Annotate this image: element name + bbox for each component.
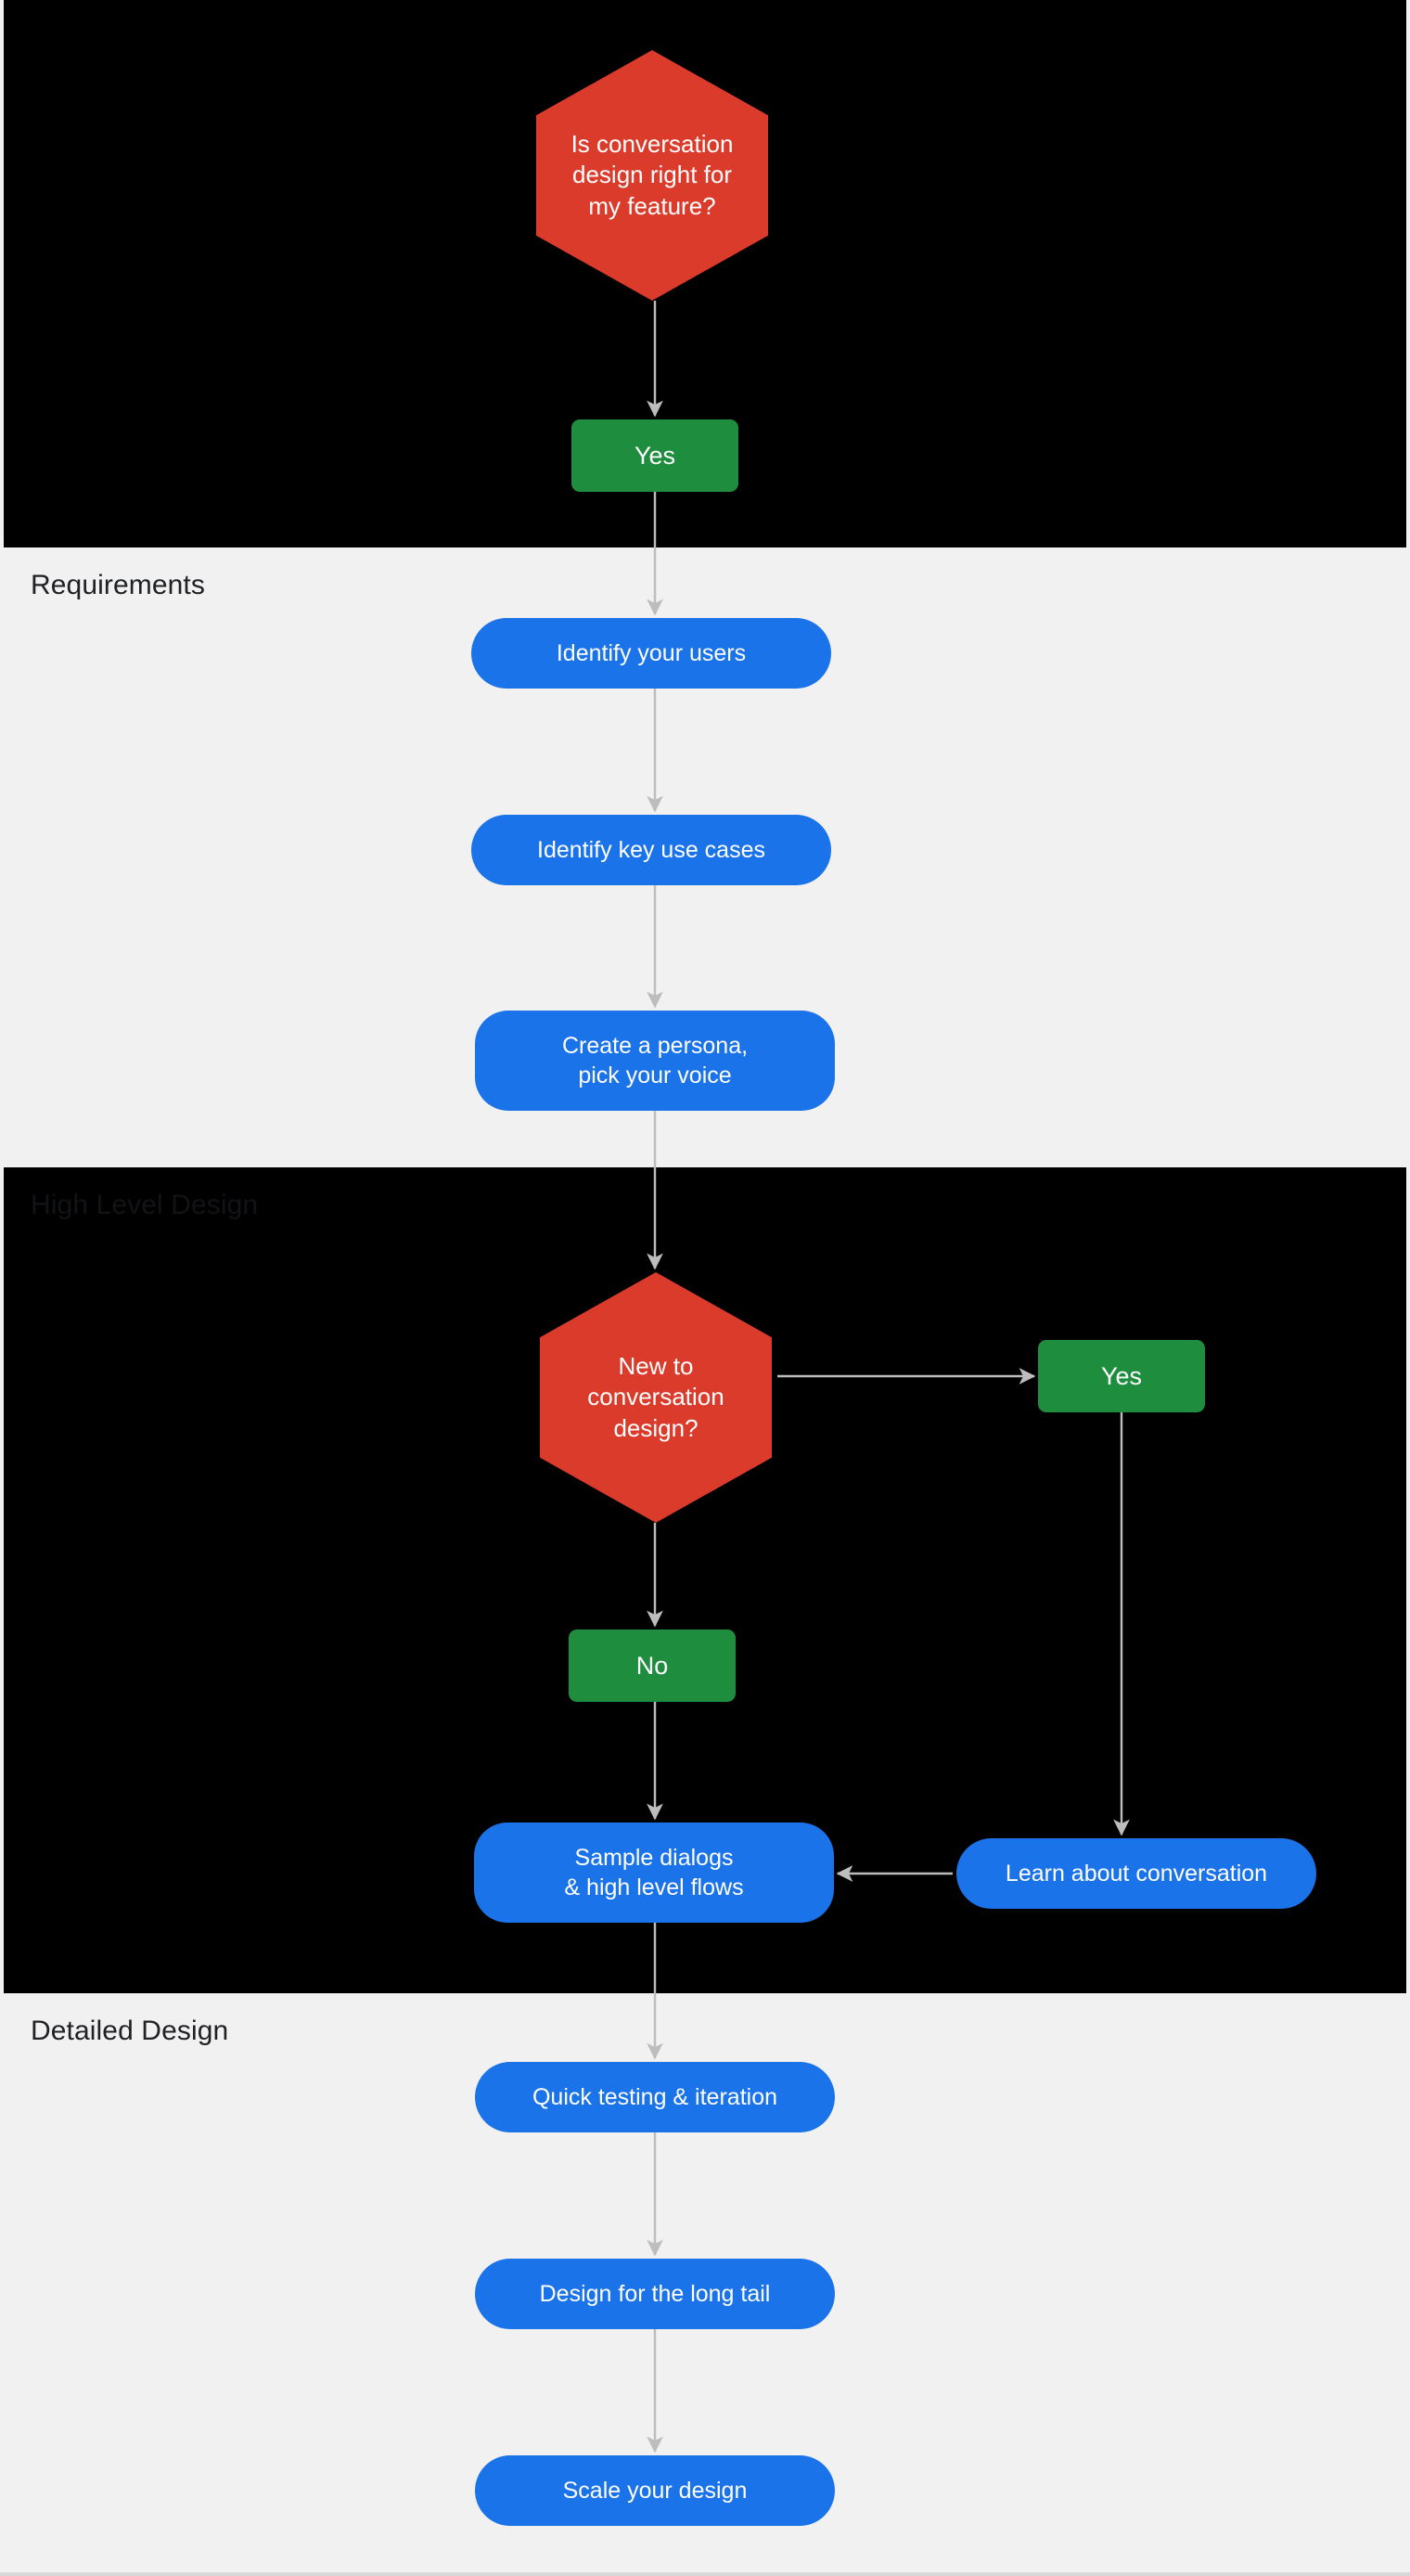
band-label-band-high-level: High Level Design <box>31 1190 259 1220</box>
node-label: Learn about conversation <box>1005 1861 1268 1887</box>
node-label: Quick testing & iteration <box>532 2084 777 2110</box>
node-label: Yes <box>1100 1361 1143 1390</box>
node-label: Sample dialogs & high level flows <box>564 1845 744 1900</box>
node-rounded-n5[interactable]: Create a persona, pick your voice <box>475 1011 835 1111</box>
node-terminal-n7[interactable]: Yes <box>1038 1340 1205 1412</box>
node-label: New to conversation design? <box>587 1352 724 1442</box>
node-pill-n13[interactable]: Scale your design <box>475 2455 835 2526</box>
left-edge-rail <box>0 0 4 2576</box>
node-rounded-n9[interactable]: Sample dialogs & high level flows <box>474 1823 834 1923</box>
bottom-edge-rail <box>0 2572 1410 2576</box>
node-terminal-n8[interactable]: No <box>569 1629 736 1702</box>
band-label-band-detailed: Detailed Design <box>31 2016 229 2046</box>
node-label: Yes <box>634 441 676 470</box>
node-label: Design for the long tail <box>539 2281 771 2307</box>
node-label: No <box>635 1651 669 1680</box>
node-pill-n11[interactable]: Quick testing & iteration <box>475 2062 835 2132</box>
node-label: Identify your users <box>556 640 747 666</box>
node-pill-n3[interactable]: Identify your users <box>471 618 831 689</box>
node-label: Identify key use cases <box>537 837 765 863</box>
node-label: Create a persona, pick your voice <box>561 1033 749 1088</box>
node-label: Scale your design <box>562 2478 748 2504</box>
node-terminal-n2[interactable]: Yes <box>571 419 738 492</box>
right-edge-rail <box>1406 0 1410 2576</box>
node-pill-n10[interactable]: Learn about conversation <box>956 1838 1316 1909</box>
band-label-band-requirements: Requirements <box>31 570 205 600</box>
node-pill-n12[interactable]: Design for the long tail <box>475 2259 835 2329</box>
node-pill-n4[interactable]: Identify key use cases <box>471 815 831 885</box>
node-label: Is conversation design right for my feat… <box>570 130 734 220</box>
